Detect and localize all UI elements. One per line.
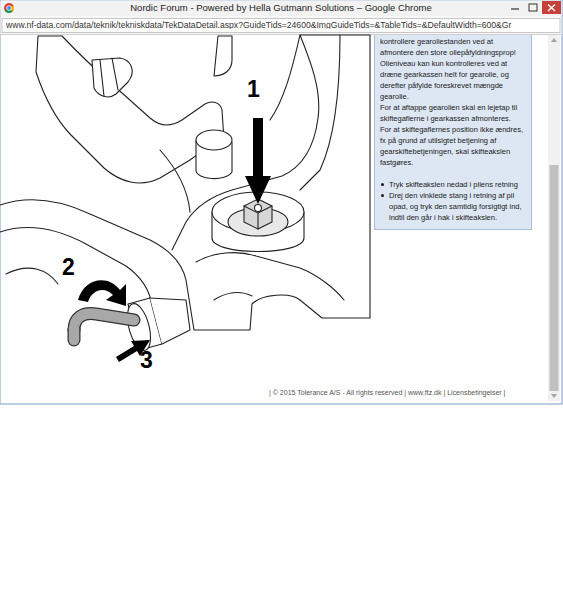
bracket-eye bbox=[92, 58, 132, 97]
window-controls bbox=[525, 1, 541, 14]
title-bar bbox=[1, 1, 562, 17]
arrow-1 bbox=[245, 118, 271, 204]
window-controls bbox=[542, 1, 561, 14]
upper-boss-top bbox=[196, 130, 232, 150]
address-url: www.nf-data.com/data/teknik/tekniskdata/… bbox=[6, 21, 551, 30]
paragraph: kontrollere gearoliestanden ved at afmon… bbox=[380, 36, 528, 58]
bullet-dot bbox=[381, 183, 384, 186]
housing-edge bbox=[270, 35, 300, 120]
angled-rod bbox=[74, 314, 134, 340]
angled-rod bbox=[69, 328, 80, 340]
address-bar bbox=[2, 19, 560, 33]
housing-edge bbox=[160, 150, 190, 212]
panel-text: For at aftappe gearolien skal en lejetap… bbox=[380, 102, 528, 124]
panel-text: Olieniveau kan kun kontrolleres ved at d… bbox=[380, 58, 528, 102]
panel-text: Drej den vinklede stang i retning af pil… bbox=[389, 190, 528, 223]
panel-text: For at skiftegaflernes position ikke ænd… bbox=[380, 124, 528, 168]
scroll-up-arrow bbox=[551, 38, 557, 42]
scrollbar-thumb bbox=[550, 165, 559, 391]
angled-rod bbox=[74, 314, 134, 330]
bullet-dot bbox=[381, 194, 384, 197]
bracket-edge bbox=[100, 58, 118, 96]
footer-text: | © 2015 Tolerance A/S - All rights rese… bbox=[269, 389, 505, 396]
window-controls bbox=[511, 8, 519, 9]
scrollbar-track bbox=[548, 35, 560, 401]
plug-socket bbox=[255, 205, 262, 212]
window-title: Nordic Forum - Powered by Hella Gutmann … bbox=[130, 3, 432, 13]
housing-outline bbox=[0, 35, 370, 330]
scroll-down-arrow bbox=[551, 394, 557, 398]
info-panel: kontrollere gearoliestanden ved at afmon… bbox=[374, 35, 532, 230]
toolbar bbox=[1, 17, 562, 34]
window-controls bbox=[506, 1, 524, 14]
window-controls bbox=[529, 4, 537, 11]
chrome-icon bbox=[4, 3, 14, 13]
paragraph: For at aftappe gearolien skal en lejetap… bbox=[380, 102, 528, 124]
housing-edge bbox=[0, 228, 152, 306]
housing-edge bbox=[196, 253, 344, 300]
chrome-icon bbox=[4, 3, 14, 13]
callout-number: 2 bbox=[62, 256, 75, 279]
gearbox-illustration bbox=[0, 35, 370, 353]
page-viewport: kontrollere gearoliestanden ved at afmon… bbox=[0, 35, 548, 401]
window-controls bbox=[506, 1, 561, 14]
bullet-item: Drej den vinklede stang i retning af pil… bbox=[380, 190, 528, 223]
shaft-boss-side bbox=[150, 298, 190, 344]
panel-text: kontrollere gearoliestanden ved at afmon… bbox=[380, 36, 528, 58]
chrome-icon bbox=[7, 6, 12, 11]
housing-edge bbox=[300, 35, 340, 190]
arrow-2 bbox=[78, 280, 126, 306]
panel-text: Tryk skifteakslen nedad i pilens retning bbox=[389, 179, 528, 190]
callout-number: 3 bbox=[140, 349, 153, 372]
bullet-item: Tryk skifteakslen nedad i pilens retning bbox=[380, 179, 528, 190]
angled-rod bbox=[74, 314, 134, 330]
housing-edge bbox=[6, 268, 58, 284]
upper-lug bbox=[214, 36, 232, 76]
paragraph: Olieniveau kan kun kontrolleres ved at d… bbox=[380, 58, 528, 102]
paragraph: For at skiftegaflernes position ikke ænd… bbox=[380, 124, 528, 168]
housing-edge bbox=[214, 293, 252, 300]
window-frame bbox=[0, 0, 562, 404]
window-controls bbox=[548, 5, 555, 12]
callout-number: 1 bbox=[247, 78, 260, 101]
